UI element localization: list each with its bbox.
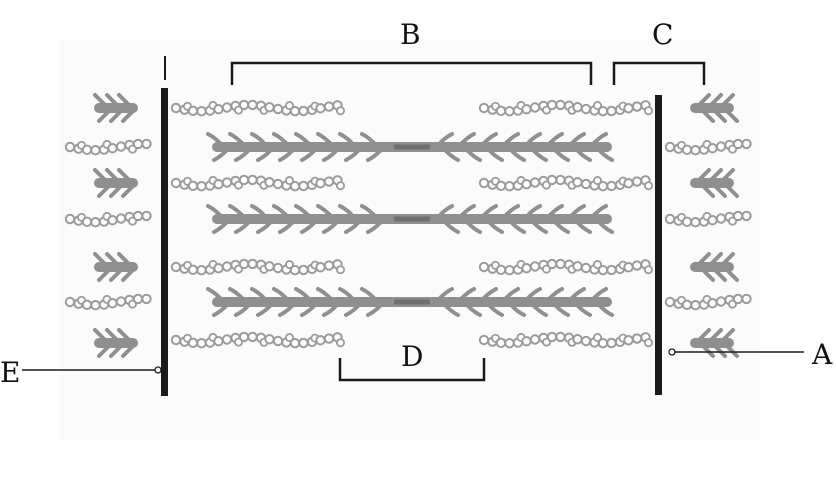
thin-filament-right-3 <box>478 258 654 276</box>
thick-filament-2 <box>206 204 614 234</box>
neighbor-thick-right-1 <box>690 93 739 123</box>
thin-filaments <box>64 99 752 349</box>
neighbor-thin-left-3 <box>64 293 152 311</box>
thin-filament-left-2 <box>170 174 345 192</box>
thin-filament-right-1 <box>478 99 654 117</box>
neighbor-thin-right-3 <box>664 293 752 311</box>
neighbor-thin-right-1 <box>664 138 752 156</box>
neighbor-thick-right-3 <box>690 252 739 282</box>
thin-filament-right-2 <box>478 174 654 192</box>
bracket-d <box>338 358 486 382</box>
neighbor-thin-left-2 <box>64 210 152 228</box>
neighbor-thick-left-4 <box>93 328 138 358</box>
thick-filaments <box>206 132 614 317</box>
bracket-c <box>612 61 706 85</box>
thin-filament-right-4 <box>478 331 654 349</box>
neighbor-thick-left-3 <box>93 252 138 282</box>
thin-filament-left-3 <box>170 258 345 276</box>
neighbor-thick-filaments <box>93 93 739 358</box>
neighbor-thin-right-2 <box>664 210 752 228</box>
label-e: E <box>0 356 20 389</box>
thick-filament-1 <box>206 132 614 162</box>
thick-filament-3 <box>206 287 614 317</box>
neighbor-thick-left-1 <box>93 93 138 123</box>
label-a: A <box>811 338 833 371</box>
bracket-b <box>230 61 593 85</box>
neighbor-thin-left-1 <box>64 138 152 156</box>
thin-filament-left-4 <box>170 331 345 349</box>
z-line-right <box>655 95 662 395</box>
label-d: D <box>401 340 423 373</box>
neighbor-thick-right-2 <box>690 168 739 198</box>
neighbor-thick-left-2 <box>93 168 138 198</box>
label-b: B <box>400 18 421 51</box>
label-c: C <box>652 18 673 51</box>
pointer-e-dot <box>154 366 162 374</box>
pointer-a-dot <box>668 348 676 356</box>
z-line-left <box>161 88 168 396</box>
thin-filament-left-1 <box>170 99 345 117</box>
